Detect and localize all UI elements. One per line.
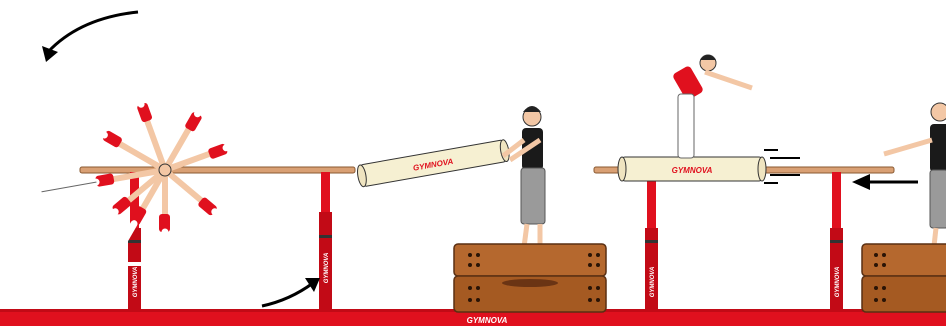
curved-arrow-icon [262,283,313,306]
coach-right [884,103,946,246]
post-brand-label: GYMNOVA [650,267,656,298]
left-arrow-icon [852,174,870,190]
floor-brand-label: GYMNOVA [467,316,508,325]
coach-carrying-pad [503,106,549,252]
rotating-gymnast-sequence [41,55,299,295]
pad-brand-label: GYMNOVA [672,166,713,175]
gymnast-standing [672,55,752,158]
curved-arrow-icon [305,278,320,292]
curved-arrow-icon [48,12,138,52]
vaulting-box [862,244,946,312]
right-parallel-bars: GYMNOVA GYMNOVA [594,167,894,312]
vaulting-box [454,244,606,312]
post-brand-label: GYMNOVA [324,253,330,284]
bar-pad-on-bar: GYMNOVA [618,157,766,181]
post-brand-label: GYMNOVA [835,267,841,298]
post-brand-label: GYMNOVA [133,267,139,298]
bar-pad-carried: GYMNOVA [356,139,510,187]
